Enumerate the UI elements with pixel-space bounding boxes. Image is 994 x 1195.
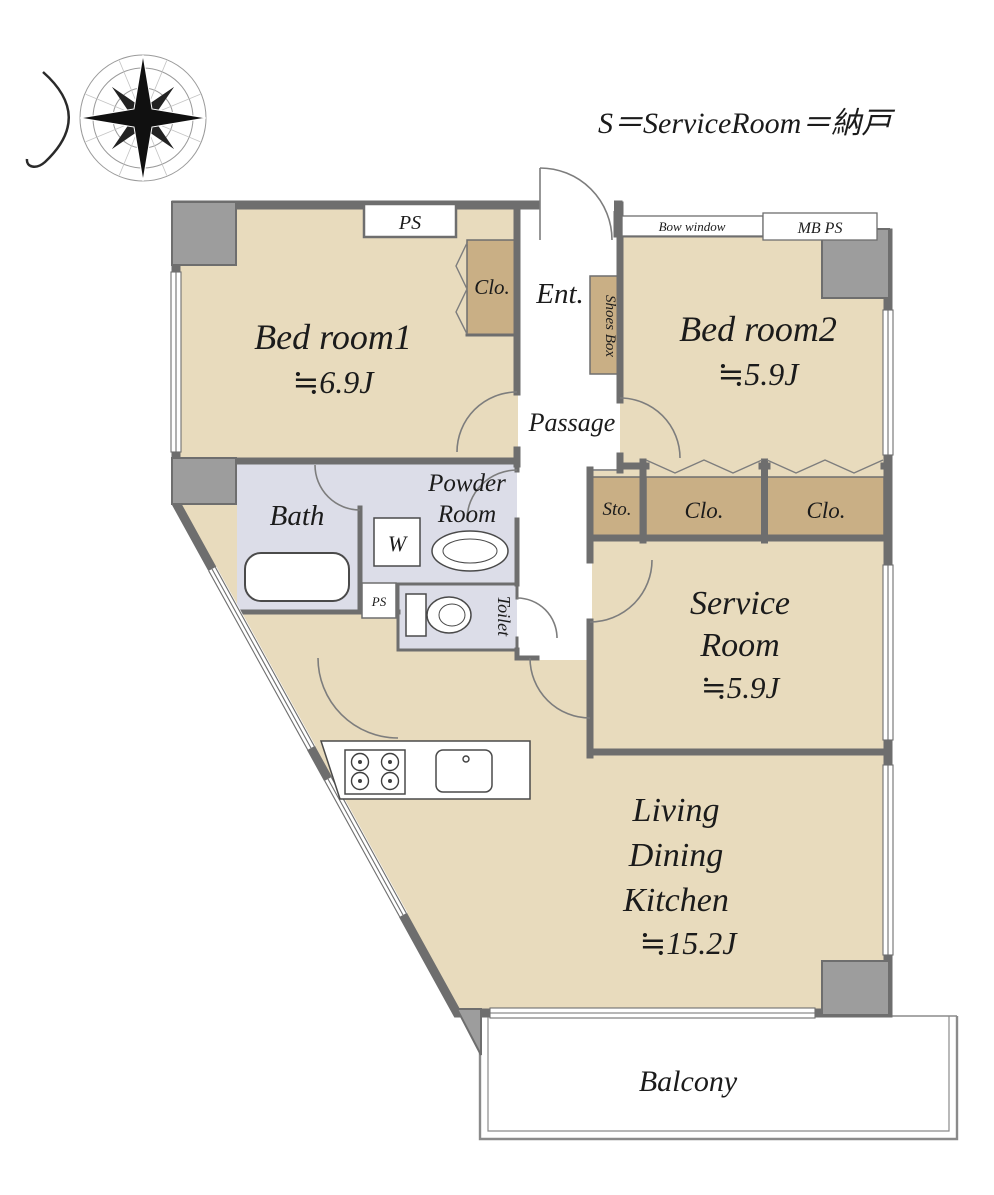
closet-middle [645, 476, 763, 537]
powder-room-label-1: Powder [427, 470, 506, 497]
bathtub [244, 552, 350, 602]
bedroom2-size: ≒5.9J [717, 356, 800, 392]
toilet-label: Toilet [494, 596, 514, 637]
closet-middle-label: Clo. [685, 498, 724, 523]
ldk-size: ≒15.2J [639, 925, 738, 961]
mb-ps-box [762, 212, 878, 241]
closet-bedroom1-label: Clo. [474, 275, 510, 299]
bedroom2-name: Bed room2 [679, 309, 837, 349]
ldk-label-2: Dining [628, 837, 723, 874]
closet-right-label: Clo. [807, 498, 846, 523]
ldk-label-3: Kitchen [622, 882, 729, 919]
shoes-box-label: Shoes Box [602, 295, 618, 357]
folding-door-marks [455, 242, 884, 474]
column-diagonal-end [455, 1008, 482, 1056]
kitchen-sink [435, 749, 493, 793]
bedroom1-size: ≒6.9J [292, 364, 375, 400]
inner-walls-light [396, 333, 519, 652]
washer-box [373, 517, 421, 567]
entrance-opening [540, 199, 614, 211]
storage-label: Sto. [602, 499, 631, 520]
mb-ps-label: MB PS [797, 220, 843, 237]
service-room-label-1: Service [690, 585, 790, 622]
ps-top-label: PS [398, 212, 421, 234]
windows [170, 271, 894, 1019]
faucet [462, 755, 470, 763]
bath-label: Bath [270, 500, 325, 532]
entrance-label: Ent. [535, 278, 584, 310]
legend-text: S＝ServiceRoom＝納戸 [598, 107, 895, 140]
bathroom-fixtures [244, 517, 509, 637]
bedroom1-name: Bed room1 [254, 317, 412, 357]
door-arcs [314, 167, 681, 739]
ldk-label-1: Living [632, 792, 720, 829]
balcony-outline [478, 1015, 959, 1141]
balcony-label: Balcony [639, 1065, 738, 1098]
column-bottom-right [821, 960, 890, 1016]
column-left-mid [171, 457, 237, 505]
ps-small-label: PS [371, 594, 387, 609]
powder-sink [431, 530, 509, 572]
inner-walls-medium [235, 458, 540, 661]
inner-walls-main [172, 201, 892, 759]
powder-room-label-2: Room [437, 501, 496, 528]
column-top-left [171, 201, 237, 266]
washer-label: W [388, 531, 408, 556]
stove [344, 749, 406, 795]
compass-rose-icon [25, 54, 207, 182]
service-room-label-2: Room [699, 627, 779, 664]
service-room-size: ≒5.9J [701, 670, 781, 705]
ps-small-box [361, 582, 397, 619]
kitchen-counter [319, 740, 531, 800]
toilet-bowl [426, 596, 472, 634]
passage-lower-floor [517, 465, 592, 660]
shoes-box [589, 275, 621, 375]
bow-window-label: Bow window [659, 219, 726, 234]
ps-top-box [362, 202, 458, 239]
passage-label: Passage [528, 408, 616, 437]
toilet-tank [405, 593, 427, 637]
closet-right [766, 476, 885, 537]
storage-closet [591, 476, 642, 537]
